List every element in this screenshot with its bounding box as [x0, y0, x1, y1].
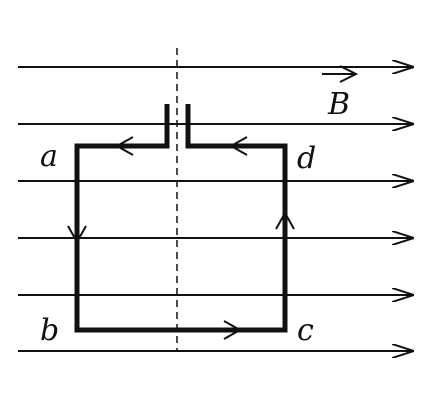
- arrow-top-right: [228, 136, 248, 156]
- arrow-left-down: [67, 225, 87, 245]
- current-loop: [74, 104, 288, 333]
- arrow-right-up: [275, 210, 295, 230]
- field-label: B: [327, 87, 350, 122]
- arrow-top-left: [114, 136, 134, 156]
- corner-label-a: a: [40, 139, 58, 174]
- field-lines: [18, 67, 412, 351]
- field-vector-arrow: [322, 65, 359, 83]
- corner-label-d: d: [297, 141, 316, 176]
- corner-label-c: c: [297, 313, 314, 348]
- current-arrows: [67, 136, 295, 340]
- corner-label-b: b: [40, 313, 59, 348]
- loop-wire: [74, 104, 288, 333]
- arrow-bottom-right: [223, 320, 243, 340]
